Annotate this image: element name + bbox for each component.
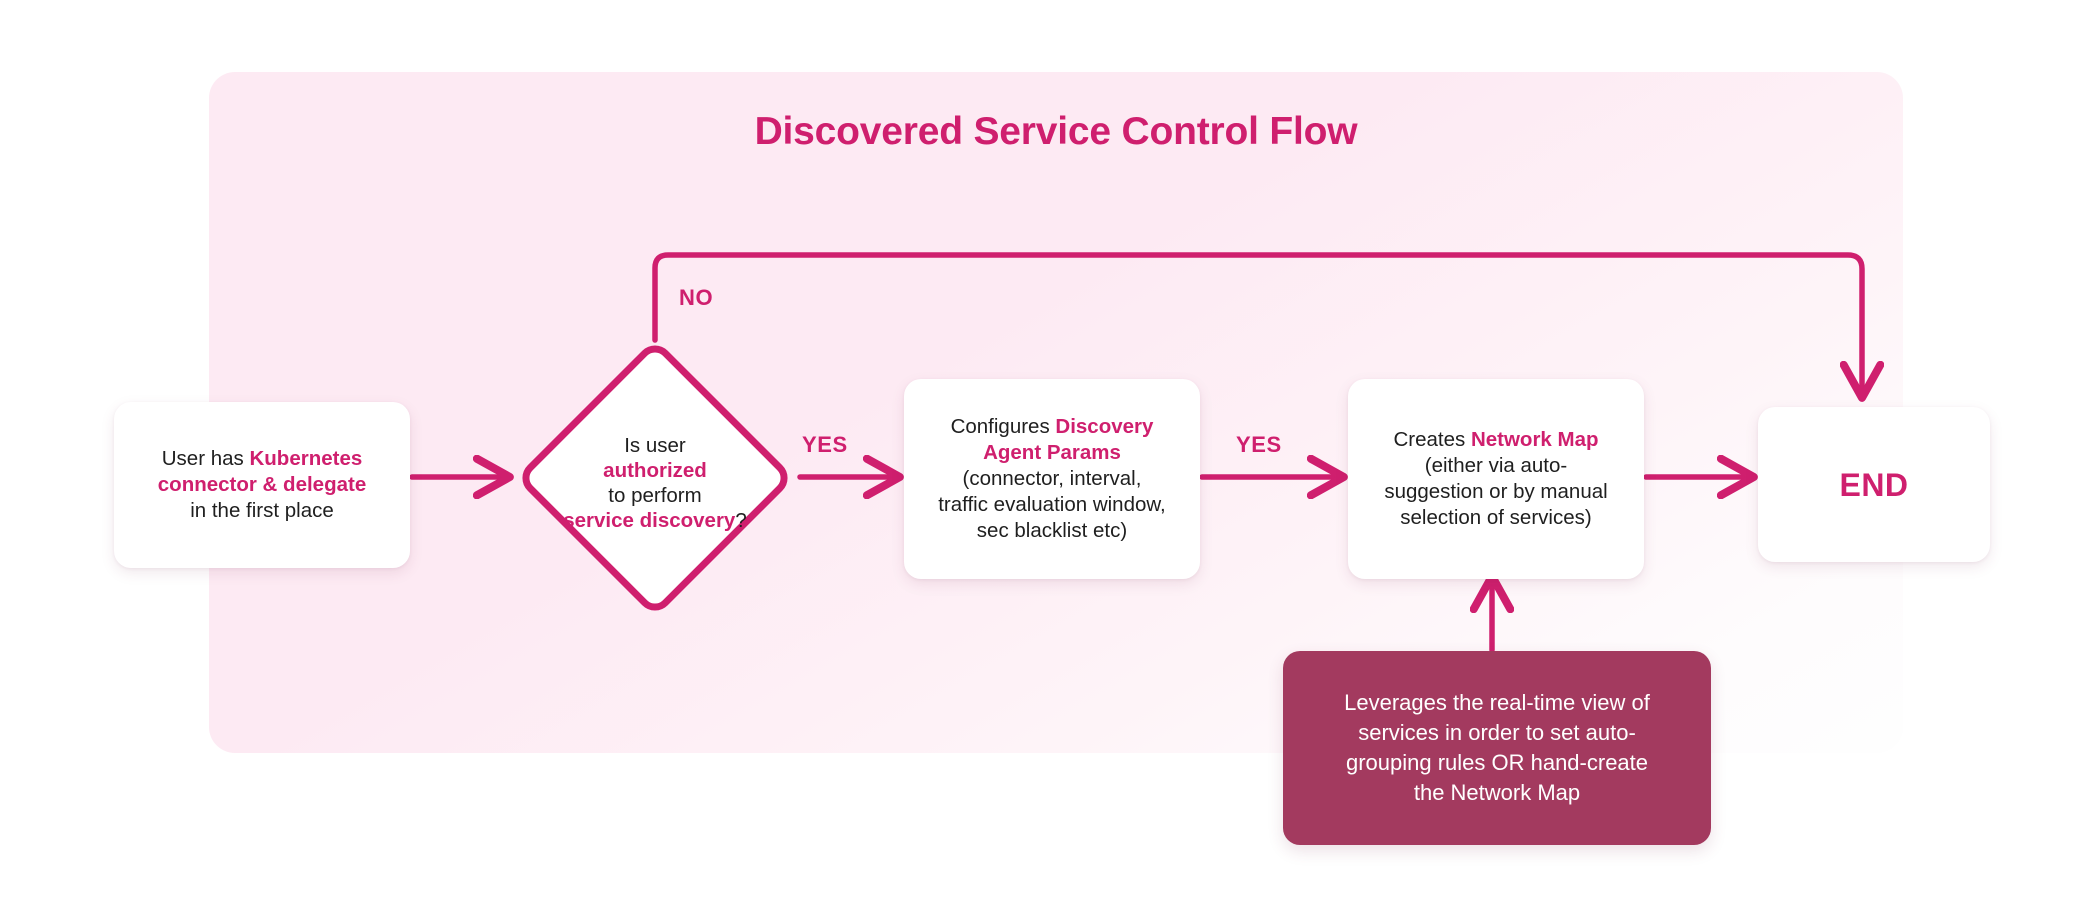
- node-end-label: END: [1839, 466, 1909, 503]
- page-title: Discovered Service Control Flow: [754, 110, 1358, 153]
- node-network-map-text: Creates Network Map(either via auto-sugg…: [1384, 428, 1608, 529]
- node-end[interactable]: END: [1758, 407, 1990, 562]
- node-creates-network-map[interactable]: Creates Network Map(either via auto-sugg…: [1348, 379, 1644, 579]
- edge-label-yes-decision: YES: [802, 432, 848, 457]
- edge-label-no: NO: [679, 285, 714, 310]
- edge-label-yes-configure: YES: [1236, 432, 1282, 457]
